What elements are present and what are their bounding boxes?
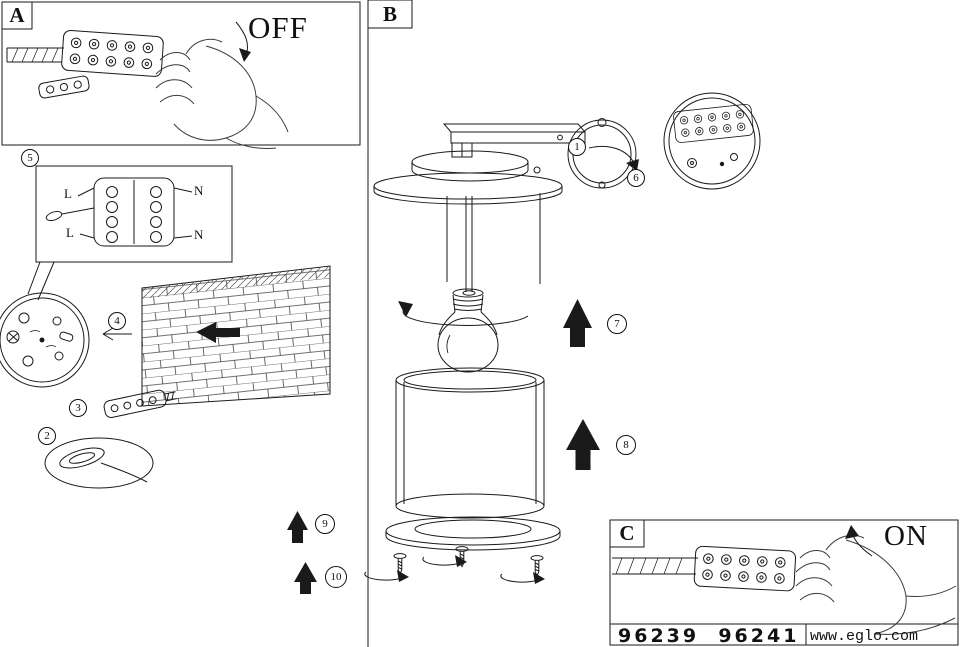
rotate-bulb-arrow-icon (398, 301, 529, 326)
mounting-plate-icon (0, 292, 90, 388)
panel-b-label: B (382, 1, 397, 26)
callout-6: 6 (627, 169, 645, 187)
panel-c-frame (609, 519, 959, 646)
backplate-detail-icon (663, 92, 761, 190)
support-rods (446, 193, 541, 296)
on-label: ON (884, 520, 928, 552)
light-bulb-icon (437, 288, 499, 373)
up-arrow-10-icon (294, 562, 317, 594)
power-cable-c-icon (612, 557, 698, 575)
wire-label-neutral-bottom: N (194, 227, 204, 242)
callout-4: 4 (108, 312, 126, 330)
gasket-icon (44, 437, 154, 489)
terminal-block-c-icon (693, 545, 797, 592)
terminal-strip-icon (103, 389, 178, 419)
wiring-detail-box (35, 165, 233, 263)
up-arrow-8-icon (566, 419, 600, 470)
hand-on-illustration (795, 534, 957, 635)
callout-8: 8 (616, 435, 636, 455)
cable-clamp-icon (38, 75, 90, 99)
rotate-bracket-arrow-icon (588, 145, 639, 171)
wall-bracket-icon (442, 118, 637, 189)
power-cable-icon (6, 47, 64, 63)
canopy-icon (373, 150, 563, 205)
callout-7: 7 (607, 314, 627, 334)
off-label: OFF (248, 10, 308, 45)
callout-5: 5 (21, 149, 39, 167)
hand-off-illustration (155, 38, 289, 149)
screw-icon (393, 546, 544, 576)
wire-label-live-bottom: L (66, 225, 74, 240)
callout-10: 10 (325, 566, 347, 588)
glass-cylinder-icon (395, 367, 545, 519)
callout-3: 3 (69, 399, 87, 417)
mount-direction-arrow-icon (102, 327, 132, 341)
rotate-screw-arrow-icon (364, 554, 546, 585)
up-arrow-7-icon (563, 299, 592, 347)
up-arrow-9-icon (287, 511, 308, 543)
bottom-ring-icon (385, 516, 561, 551)
website-url: www.eglo.com (810, 628, 919, 645)
panel-a-frame (1, 1, 361, 146)
brick-wall-icon (141, 265, 331, 407)
panel-b-frame (367, 0, 413, 29)
detail-leader-lines (27, 261, 55, 301)
wire-label-live-top: L (64, 186, 72, 201)
model-numbers: 96239 96241 (618, 625, 800, 647)
panel-a-label: A (9, 3, 25, 27)
terminal-block-icon (60, 29, 165, 78)
callout-2: 2 (38, 427, 56, 445)
callout-9: 9 (315, 514, 335, 534)
callout-1: 1 (568, 138, 586, 156)
panel-c-label: C (619, 521, 635, 545)
wire-label-neutral-top: N (194, 183, 204, 198)
off-arrow-icon (235, 21, 251, 62)
on-arrow-icon (845, 525, 873, 557)
